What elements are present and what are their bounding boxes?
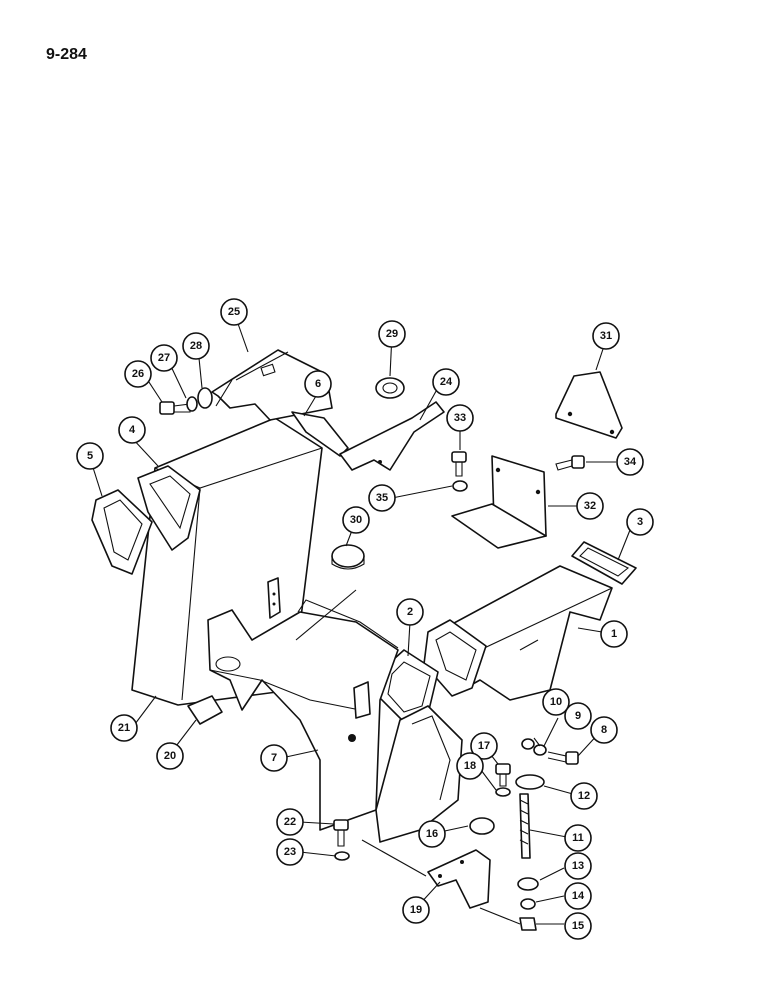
callout-label: 15 [572, 920, 584, 932]
bolt-22-washer-23 [333, 819, 350, 861]
callout-label: 14 [572, 890, 585, 902]
callout-label: 20 [164, 750, 176, 762]
callout-label: 25 [228, 306, 240, 318]
callout-label: 35 [376, 492, 388, 504]
callout-label: 32 [584, 500, 596, 512]
angle-bracket [451, 455, 547, 549]
callout-label: 10 [550, 696, 562, 708]
callout-label: 17 [478, 740, 490, 752]
callout-19: 19 [402, 896, 430, 924]
callout-14: 14 [564, 882, 592, 910]
callout-label: 8 [601, 724, 607, 736]
callout-label: 7 [271, 752, 277, 764]
callout-label: 13 [572, 860, 584, 872]
callout-29: 29 [378, 320, 406, 348]
mounting-bracket-20 [187, 695, 223, 725]
lower-support-leg [375, 705, 463, 843]
lower-bracket [427, 849, 491, 909]
callout-30: 30 [342, 506, 370, 534]
grommet [375, 377, 405, 399]
callout-21: 21 [110, 714, 138, 742]
callout-label: 28 [190, 340, 202, 352]
callout-23: 23 [276, 838, 304, 866]
callout-9: 9 [564, 702, 592, 730]
callout-label: 1 [611, 628, 617, 640]
callout-22: 22 [276, 808, 304, 836]
callout-5: 5 [76, 442, 104, 470]
bracket-fasteners [451, 451, 585, 492]
callout-26: 26 [124, 360, 152, 388]
callout-35: 35 [368, 484, 396, 512]
callout-31: 31 [592, 322, 620, 350]
callout-18: 18 [456, 752, 484, 780]
bolt-8-washers [521, 738, 579, 765]
callout-label: 31 [600, 330, 612, 342]
callout-27: 27 [150, 344, 178, 372]
callout-8: 8 [590, 716, 618, 744]
bolt-and-washers [159, 387, 213, 415]
callout-label: 29 [386, 328, 398, 340]
callout-10: 10 [542, 688, 570, 716]
callout-16: 16 [418, 820, 446, 848]
left-light-lens [91, 489, 153, 575]
callout-4: 4 [118, 416, 146, 444]
callout-label: 33 [454, 412, 466, 424]
callout-label: 30 [350, 514, 362, 526]
callout-17: 17 [470, 732, 498, 760]
filler-cap [331, 544, 365, 570]
callout-label: 26 [132, 368, 144, 380]
callout-15: 15 [564, 912, 592, 940]
callout-33: 33 [446, 404, 474, 432]
callout-34: 34 [616, 448, 644, 476]
rear-cover [211, 349, 333, 421]
callout-13: 13 [564, 852, 592, 880]
callout-1: 1 [600, 620, 628, 648]
callout-6: 6 [304, 370, 332, 398]
callout-label: 9 [575, 710, 581, 722]
callout-25: 25 [220, 298, 248, 326]
callout-12: 12 [570, 782, 598, 810]
callout-label: 11 [572, 832, 584, 844]
callout-11: 11 [564, 824, 592, 852]
callout-label: 6 [315, 378, 321, 390]
callout-label: 19 [410, 904, 422, 916]
callout-7: 7 [260, 744, 288, 772]
callout-label: 4 [129, 424, 136, 436]
callout-label: 21 [118, 722, 130, 734]
callout-label: 34 [624, 456, 637, 468]
callout-label: 22 [284, 816, 296, 828]
top-bracket [555, 371, 623, 439]
page-number: 9-284 [46, 46, 87, 63]
callout-label: 5 [87, 450, 93, 462]
bolt-17-washer-18 [495, 763, 511, 797]
callout-2: 2 [396, 598, 424, 626]
callout-label: 18 [464, 760, 476, 772]
callout-24: 24 [432, 368, 460, 396]
callout-label: 23 [284, 846, 296, 858]
callout-32: 32 [576, 492, 604, 520]
callout-label: 27 [158, 352, 170, 364]
callout-20: 20 [156, 742, 184, 770]
callout-3: 3 [626, 508, 654, 536]
callout-label: 16 [426, 828, 438, 840]
callout-label: 24 [440, 376, 453, 388]
callout-label: 12 [578, 790, 590, 802]
support-bracket [339, 401, 445, 471]
right-end-lens [571, 541, 637, 585]
mount-hardware [469, 774, 545, 931]
right-fender [423, 565, 613, 701]
callout-label: 3 [637, 516, 643, 528]
callout-28: 28 [182, 332, 210, 360]
callout-label: 2 [407, 606, 413, 618]
rear-housing-panel [207, 577, 399, 831]
